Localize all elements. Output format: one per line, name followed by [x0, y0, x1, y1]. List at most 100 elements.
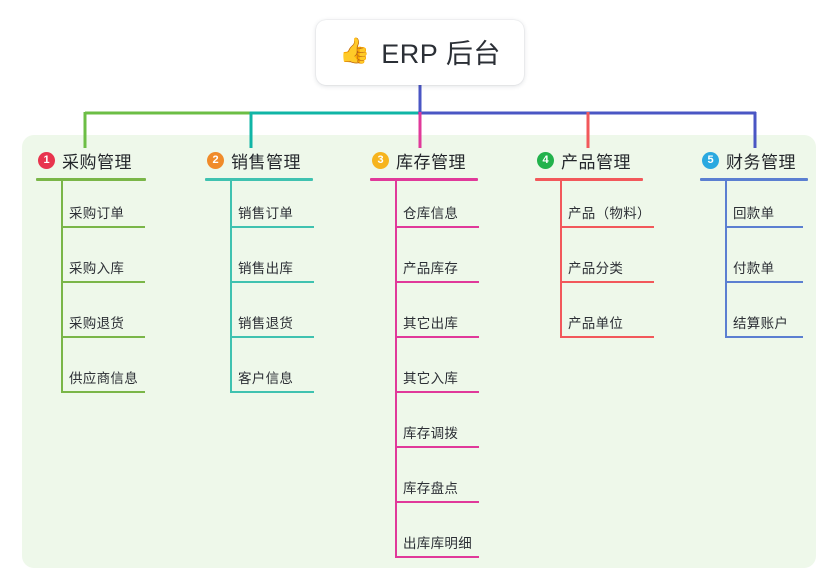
tree-item[interactable]: 付款单 [700, 236, 808, 291]
tree-item[interactable]: 产品库存 [370, 236, 479, 291]
tree-item[interactable]: 采购订单 [36, 181, 146, 236]
column-header-rule [36, 178, 146, 181]
column-库存管理: 3 库存管理仓库信息产品库存其它出库其它入库库存调拨库存盘点出库库明细 [370, 148, 479, 566]
tree-item-rule [395, 281, 479, 283]
column-spine [395, 181, 397, 558]
column-number-badge: 1 [38, 151, 55, 169]
thumbs-up-icon: 👍 [339, 37, 371, 65]
column-title: 产品管理 [561, 152, 631, 172]
column-header[interactable]: 1 采购管理 [36, 148, 146, 172]
tree-item[interactable]: 销售订单 [205, 181, 314, 236]
column-title: 销售管理 [231, 152, 301, 172]
tree-item[interactable]: 其它出库 [370, 291, 479, 346]
column-items: 产品（物料） 产品分类产品单位 [535, 181, 654, 346]
tree-item[interactable]: 销售退货 [205, 291, 314, 346]
tree-item-rule [560, 336, 654, 338]
tree-item-label: 库存调拨 [403, 426, 459, 441]
tree-item-label: 产品库存 [403, 261, 459, 276]
tree-item-rule [395, 226, 479, 228]
tree-item[interactable]: 产品单位 [535, 291, 654, 346]
tree-item[interactable]: 结算账户 [700, 291, 808, 346]
tree-item-label: 产品（物料） [568, 206, 651, 221]
tree-item[interactable]: 产品（物料） [535, 181, 654, 236]
tree-item-rule [395, 391, 479, 393]
column-财务管理: 5 财务管理回款单付款单结算账户 [700, 148, 808, 346]
column-spine [560, 181, 562, 338]
tree-item-rule [395, 501, 479, 503]
column-title: 采购管理 [62, 152, 132, 172]
tree-item-label: 销售订单 [238, 206, 294, 221]
tree-item-label: 供应商信息 [69, 371, 138, 386]
column-number-badge: 5 [702, 151, 719, 169]
column-items: 采购订单采购入库采购退货供应商信息 [36, 181, 146, 401]
root-title: ERP 后台 [381, 39, 501, 69]
column-title: 库存管理 [396, 152, 466, 172]
tree-item-rule [61, 281, 145, 283]
tree-item-rule [230, 226, 314, 228]
tree-item-label: 销售退货 [238, 316, 294, 331]
tree-item[interactable]: 产品分类 [535, 236, 654, 291]
tree-item-label: 客户信息 [238, 371, 294, 386]
column-number-badge: 2 [207, 151, 224, 169]
tree-item-rule [725, 336, 803, 338]
column-header[interactable]: 3 库存管理 [370, 148, 478, 172]
column-items: 销售订单销售出库销售退货客户信息 [205, 181, 314, 401]
tree-item[interactable]: 仓库信息 [370, 181, 479, 236]
column-spine [725, 181, 727, 338]
column-items: 仓库信息产品库存其它出库其它入库库存调拨库存盘点出库库明细 [370, 181, 479, 566]
tree-item-label: 销售出库 [238, 261, 294, 276]
column-header-rule [535, 178, 643, 181]
tree-item[interactable]: 采购退货 [36, 291, 146, 346]
tree-item-label: 回款单 [733, 206, 775, 221]
column-title: 财务管理 [726, 152, 796, 172]
tree-item-rule [61, 226, 145, 228]
diagram-panel [22, 135, 816, 568]
column-header[interactable]: 2 销售管理 [205, 148, 313, 172]
tree-item-label: 付款单 [733, 261, 775, 276]
tree-item-rule [230, 391, 314, 393]
column-header[interactable]: 4 产品管理 [535, 148, 643, 172]
column-header[interactable]: 5 财务管理 [700, 148, 808, 172]
tree-item[interactable]: 库存盘点 [370, 456, 479, 511]
tree-item[interactable]: 客户信息 [205, 346, 314, 401]
tree-item-label: 采购订单 [69, 206, 125, 221]
tree-item-label: 库存盘点 [403, 481, 459, 496]
tree-item-rule [560, 281, 654, 283]
column-number-badge: 4 [537, 151, 554, 169]
column-header-rule [700, 178, 808, 181]
column-header-rule [205, 178, 313, 181]
root-node[interactable]: 👍 ERP 后台 [316, 20, 524, 85]
column-header-rule [370, 178, 478, 181]
column-number-badge: 3 [372, 151, 389, 169]
tree-item-label: 采购退货 [69, 316, 125, 331]
column-spine [230, 181, 232, 393]
tree-item[interactable]: 供应商信息 [36, 346, 146, 401]
tree-item-rule [395, 556, 479, 558]
tree-item-label: 产品分类 [568, 261, 624, 276]
tree-item-rule [560, 226, 654, 228]
column-items: 回款单付款单结算账户 [700, 181, 808, 346]
tree-item-rule [61, 336, 145, 338]
tree-item-label: 采购入库 [69, 261, 125, 276]
tree-item-label: 出库库明细 [403, 536, 472, 551]
tree-item-label: 结算账户 [733, 316, 789, 331]
tree-item-label: 其它入库 [403, 371, 459, 386]
tree-item[interactable]: 销售出库 [205, 236, 314, 291]
tree-item-rule [395, 446, 479, 448]
column-产品管理: 4 产品管理产品（物料） 产品分类产品单位 [535, 148, 654, 346]
tree-item-rule [230, 281, 314, 283]
column-spine [61, 181, 63, 393]
tree-item-label: 其它出库 [403, 316, 459, 331]
tree-item-rule [230, 336, 314, 338]
column-销售管理: 2 销售管理销售订单销售出库销售退货客户信息 [205, 148, 314, 401]
tree-item-label: 产品单位 [568, 316, 624, 331]
column-采购管理: 1 采购管理采购订单采购入库采购退货供应商信息 [36, 148, 146, 401]
tree-item[interactable]: 回款单 [700, 181, 808, 236]
tree-item-rule [725, 281, 803, 283]
tree-item[interactable]: 其它入库 [370, 346, 479, 401]
tree-item[interactable]: 库存调拨 [370, 401, 479, 456]
tree-item[interactable]: 采购入库 [36, 236, 146, 291]
tree-item-rule [725, 226, 803, 228]
tree-item[interactable]: 出库库明细 [370, 511, 479, 566]
tree-item-rule [395, 336, 479, 338]
